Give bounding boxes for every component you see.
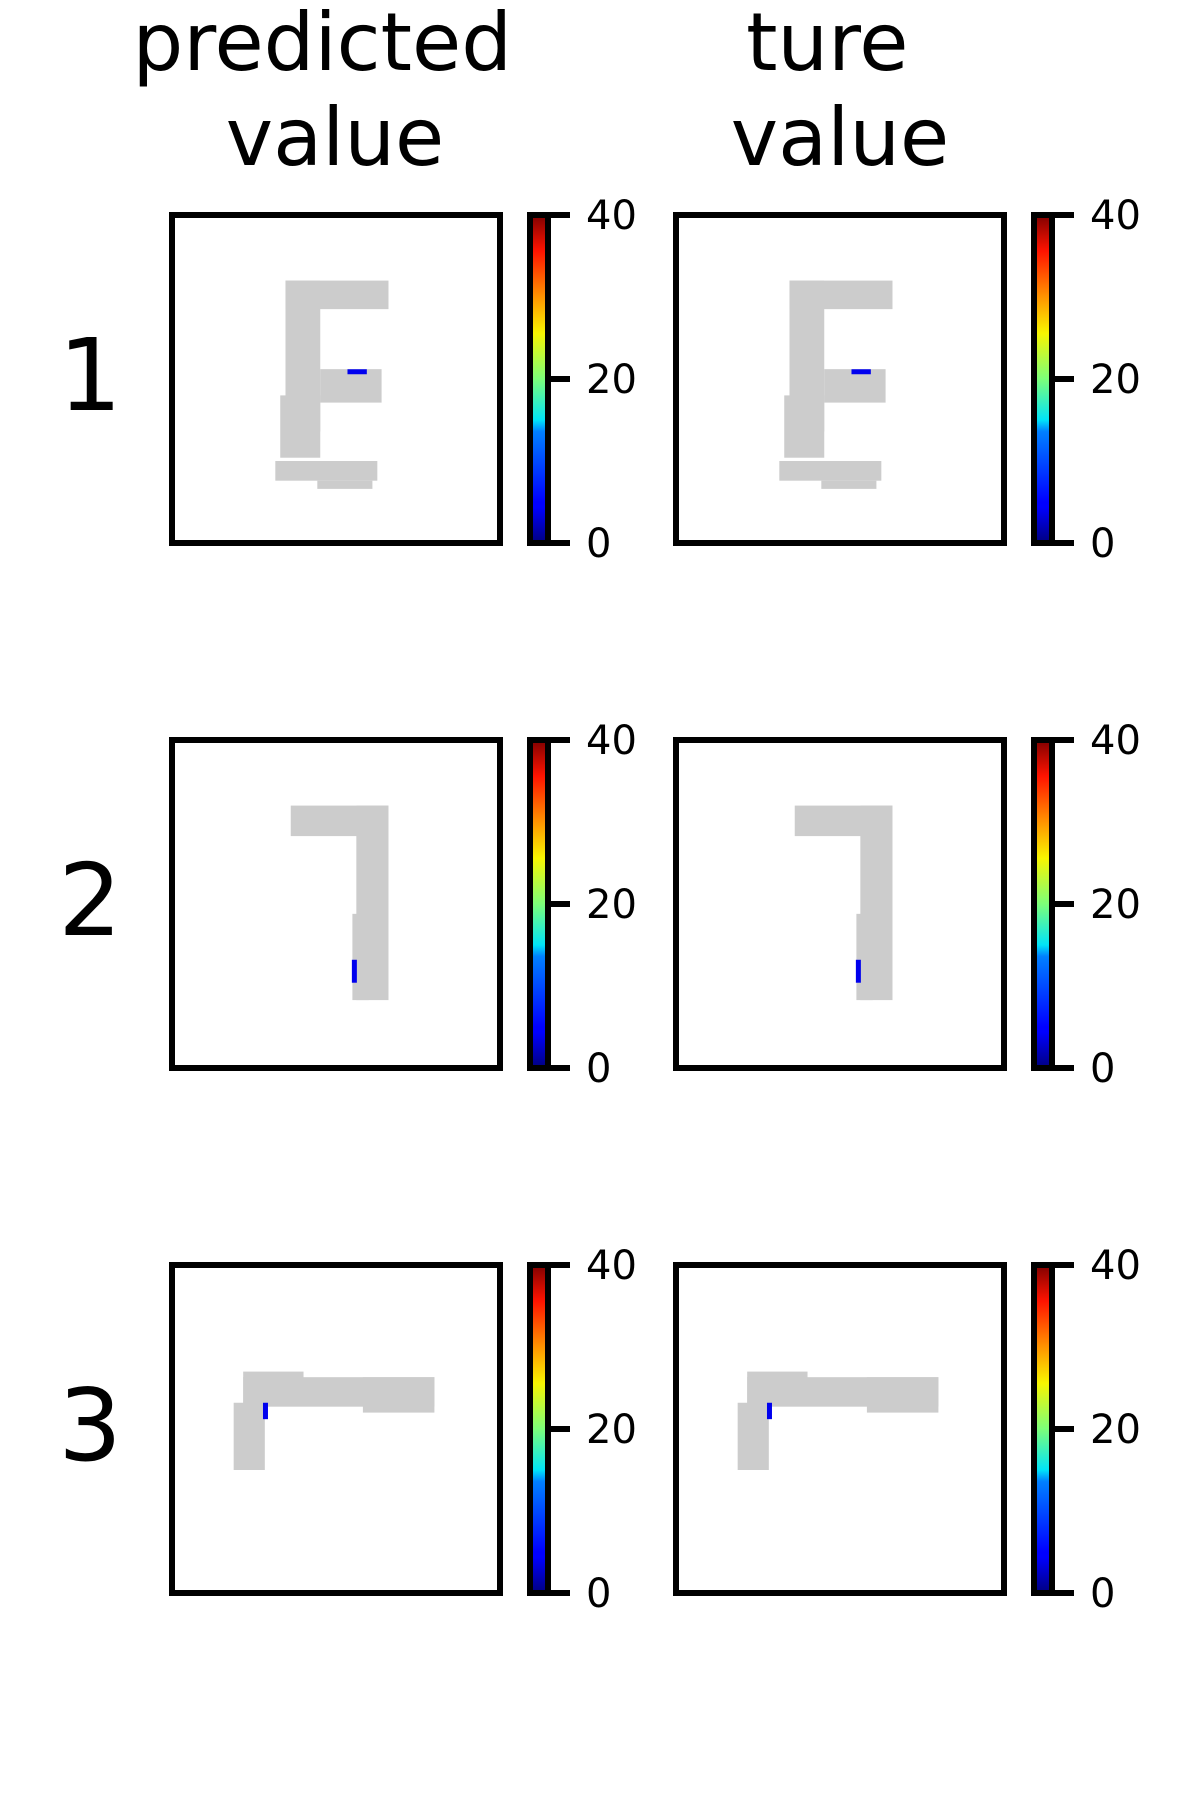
panel-bg-ture-2 — [676, 740, 1004, 1068]
heatmap-panels: 0 20 40 0 20 40 0 20 40 0 20 40 0 20 40 0 20 40 — [169, 193, 1141, 1617]
colorbar-tick-label-ture-2-1: 20 — [1090, 882, 1141, 928]
colorbar-gradient-predicted-1 — [527, 212, 551, 546]
colorbar-tick-label-ture-3-1: 20 — [1090, 1407, 1141, 1453]
panel-frame-predicted-1 — [169, 212, 503, 546]
colorbar-tick-label-ture-2-2: 40 — [1090, 718, 1141, 764]
heatmap-cell-predicted-1-6 — [317, 480, 373, 489]
panel-ture-3: 0 20 40 — [673, 1243, 1141, 1617]
heatmap-cell-predicted-1-5 — [275, 461, 378, 481]
colorbar-ture-2: 0 20 40 — [1031, 718, 1141, 1092]
heatmap-cell-ture-3-4 — [737, 1402, 769, 1470]
panel-frame-ture-3 — [673, 1262, 1007, 1596]
panel-frame-ture-1 — [673, 212, 1007, 546]
colorbar-tick-label-ture-2-0: 0 — [1090, 1046, 1115, 1092]
colorbar-tick-label-predicted-3-0: 0 — [586, 1571, 611, 1617]
panel-frame-ture-2 — [673, 737, 1007, 1071]
colorbar-tick-label-ture-1-2: 40 — [1090, 193, 1141, 239]
colorbar-tick-label-ture-1-1: 20 — [1090, 357, 1141, 403]
heatmap-cell-ture-1-3 — [824, 369, 886, 403]
panel-bg-ture-3 — [676, 1265, 1004, 1593]
panel-ture-2: 0 20 40 — [673, 718, 1141, 1092]
column-title-predicted-line1: predicted — [133, 0, 513, 89]
colorbar-gradient-ture-2 — [1031, 737, 1055, 1071]
heatmap-cell-predicted-1-4 — [280, 395, 321, 458]
heatmap-cell-ture-1-5 — [779, 461, 882, 481]
heatmap-cell-predicted-3-3 — [362, 1377, 435, 1413]
panel-ture-1: 0 20 40 — [673, 193, 1141, 567]
colorbar-tick-label-predicted-2-1: 20 — [586, 882, 637, 928]
panel-predicted-3: 0 20 40 — [169, 1243, 637, 1617]
heatmap-cell-ture-2-3 — [856, 913, 873, 1001]
panel-frame-predicted-3 — [169, 1262, 503, 1596]
row-label-1: 1 — [58, 317, 122, 434]
heatmap-cell-ture-1-4 — [784, 395, 825, 458]
colorbar-tick-label-predicted-2-0: 0 — [586, 1046, 611, 1092]
heatmap-cell-ture-1-6 — [821, 480, 877, 489]
colorbar-gradient-predicted-3 — [527, 1262, 551, 1596]
colorbar-gradient-ture-3 — [1031, 1262, 1055, 1596]
heatmap-cell-predicted-2-3 — [352, 913, 369, 1001]
colorbar-tick-label-predicted-1-0: 0 — [586, 521, 611, 567]
row-label-3: 3 — [58, 1367, 122, 1484]
colorbar-tick-label-ture-3-0: 0 — [1090, 1571, 1115, 1617]
heatmap-cell-predicted-3-4 — [233, 1402, 265, 1470]
colorbar-tick-label-predicted-3-1: 20 — [586, 1407, 637, 1453]
colorbar-tick-label-predicted-1-1: 20 — [586, 357, 637, 403]
column-title-true: ture value — [731, 0, 950, 184]
colorbar-tick-label-predicted-3-2: 40 — [586, 1243, 637, 1289]
colorbar-predicted-3: 0 20 40 — [527, 1243, 637, 1617]
heatmap-cell-predicted-1-3 — [320, 369, 382, 403]
colorbar-ture-3: 0 20 40 — [1031, 1243, 1141, 1617]
row-label-2: 2 — [58, 842, 122, 959]
panel-predicted-2: 0 20 40 — [169, 718, 637, 1092]
colorbar-ture-1: 0 20 40 — [1031, 193, 1141, 567]
column-title-true-line2: value — [731, 91, 950, 184]
column-title-predicted: predicted value — [133, 0, 538, 184]
column-title-predicted-line2: value — [226, 91, 445, 184]
colorbar-tick-label-predicted-2-2: 40 — [586, 718, 637, 764]
panel-bg-predicted-2 — [172, 740, 500, 1068]
colorbar-tick-label-ture-1-0: 0 — [1090, 521, 1115, 567]
colorbar-gradient-predicted-2 — [527, 737, 551, 1071]
panel-predicted-1: 0 20 40 — [169, 193, 637, 567]
colorbar-tick-label-ture-3-2: 40 — [1090, 1243, 1141, 1289]
colorbar-tick-label-predicted-1-2: 40 — [586, 193, 637, 239]
colorbar-predicted-1: 0 20 40 — [527, 193, 637, 567]
column-title-true-line1: ture — [746, 0, 908, 89]
colorbar-predicted-2: 0 20 40 — [527, 718, 637, 1092]
colorbar-gradient-ture-1 — [1031, 212, 1055, 546]
heatmap-cell-ture-3-3 — [866, 1377, 939, 1413]
panel-bg-predicted-3 — [172, 1265, 500, 1593]
panel-frame-predicted-2 — [169, 737, 503, 1071]
